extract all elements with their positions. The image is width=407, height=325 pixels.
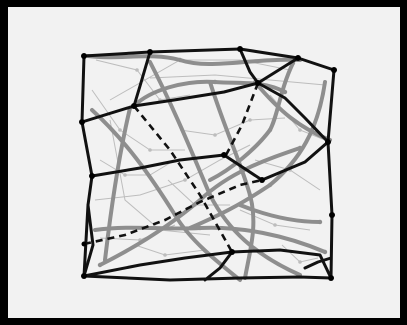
thick-node [79, 119, 85, 125]
thick-node [229, 249, 235, 255]
thick-node [89, 173, 95, 179]
thick-node [328, 275, 334, 281]
light-node [163, 253, 167, 257]
gray-node [318, 220, 322, 224]
thick-node [131, 103, 137, 109]
thick-node [325, 139, 331, 145]
gray-node [268, 183, 272, 187]
light-node [135, 68, 139, 72]
light-node [183, 178, 187, 182]
thick-node [82, 242, 87, 247]
thick-node [81, 273, 87, 279]
light-node [298, 260, 302, 264]
gray-node [178, 58, 182, 62]
gray-node [283, 90, 287, 94]
light-node [123, 173, 127, 177]
light-node [273, 223, 277, 227]
thick-node [259, 177, 265, 183]
paper-background [8, 7, 400, 318]
gray-node [268, 128, 272, 132]
gray-node [248, 193, 252, 197]
light-node [148, 148, 152, 152]
gray-node [213, 80, 217, 84]
thick-node [295, 55, 301, 61]
thick-node [221, 152, 227, 158]
thick-node [147, 49, 153, 55]
gray-node [298, 146, 302, 150]
gray-node [98, 263, 102, 267]
thick-node [81, 53, 87, 59]
gray-node [198, 226, 202, 230]
gray-node [323, 250, 327, 254]
light-node [248, 118, 252, 122]
thick-node [329, 212, 335, 218]
thick-node [237, 46, 243, 52]
light-node [213, 133, 217, 137]
light-node [298, 128, 302, 132]
thick-node [255, 80, 261, 86]
light-node [118, 128, 122, 132]
thick-node [331, 67, 337, 73]
